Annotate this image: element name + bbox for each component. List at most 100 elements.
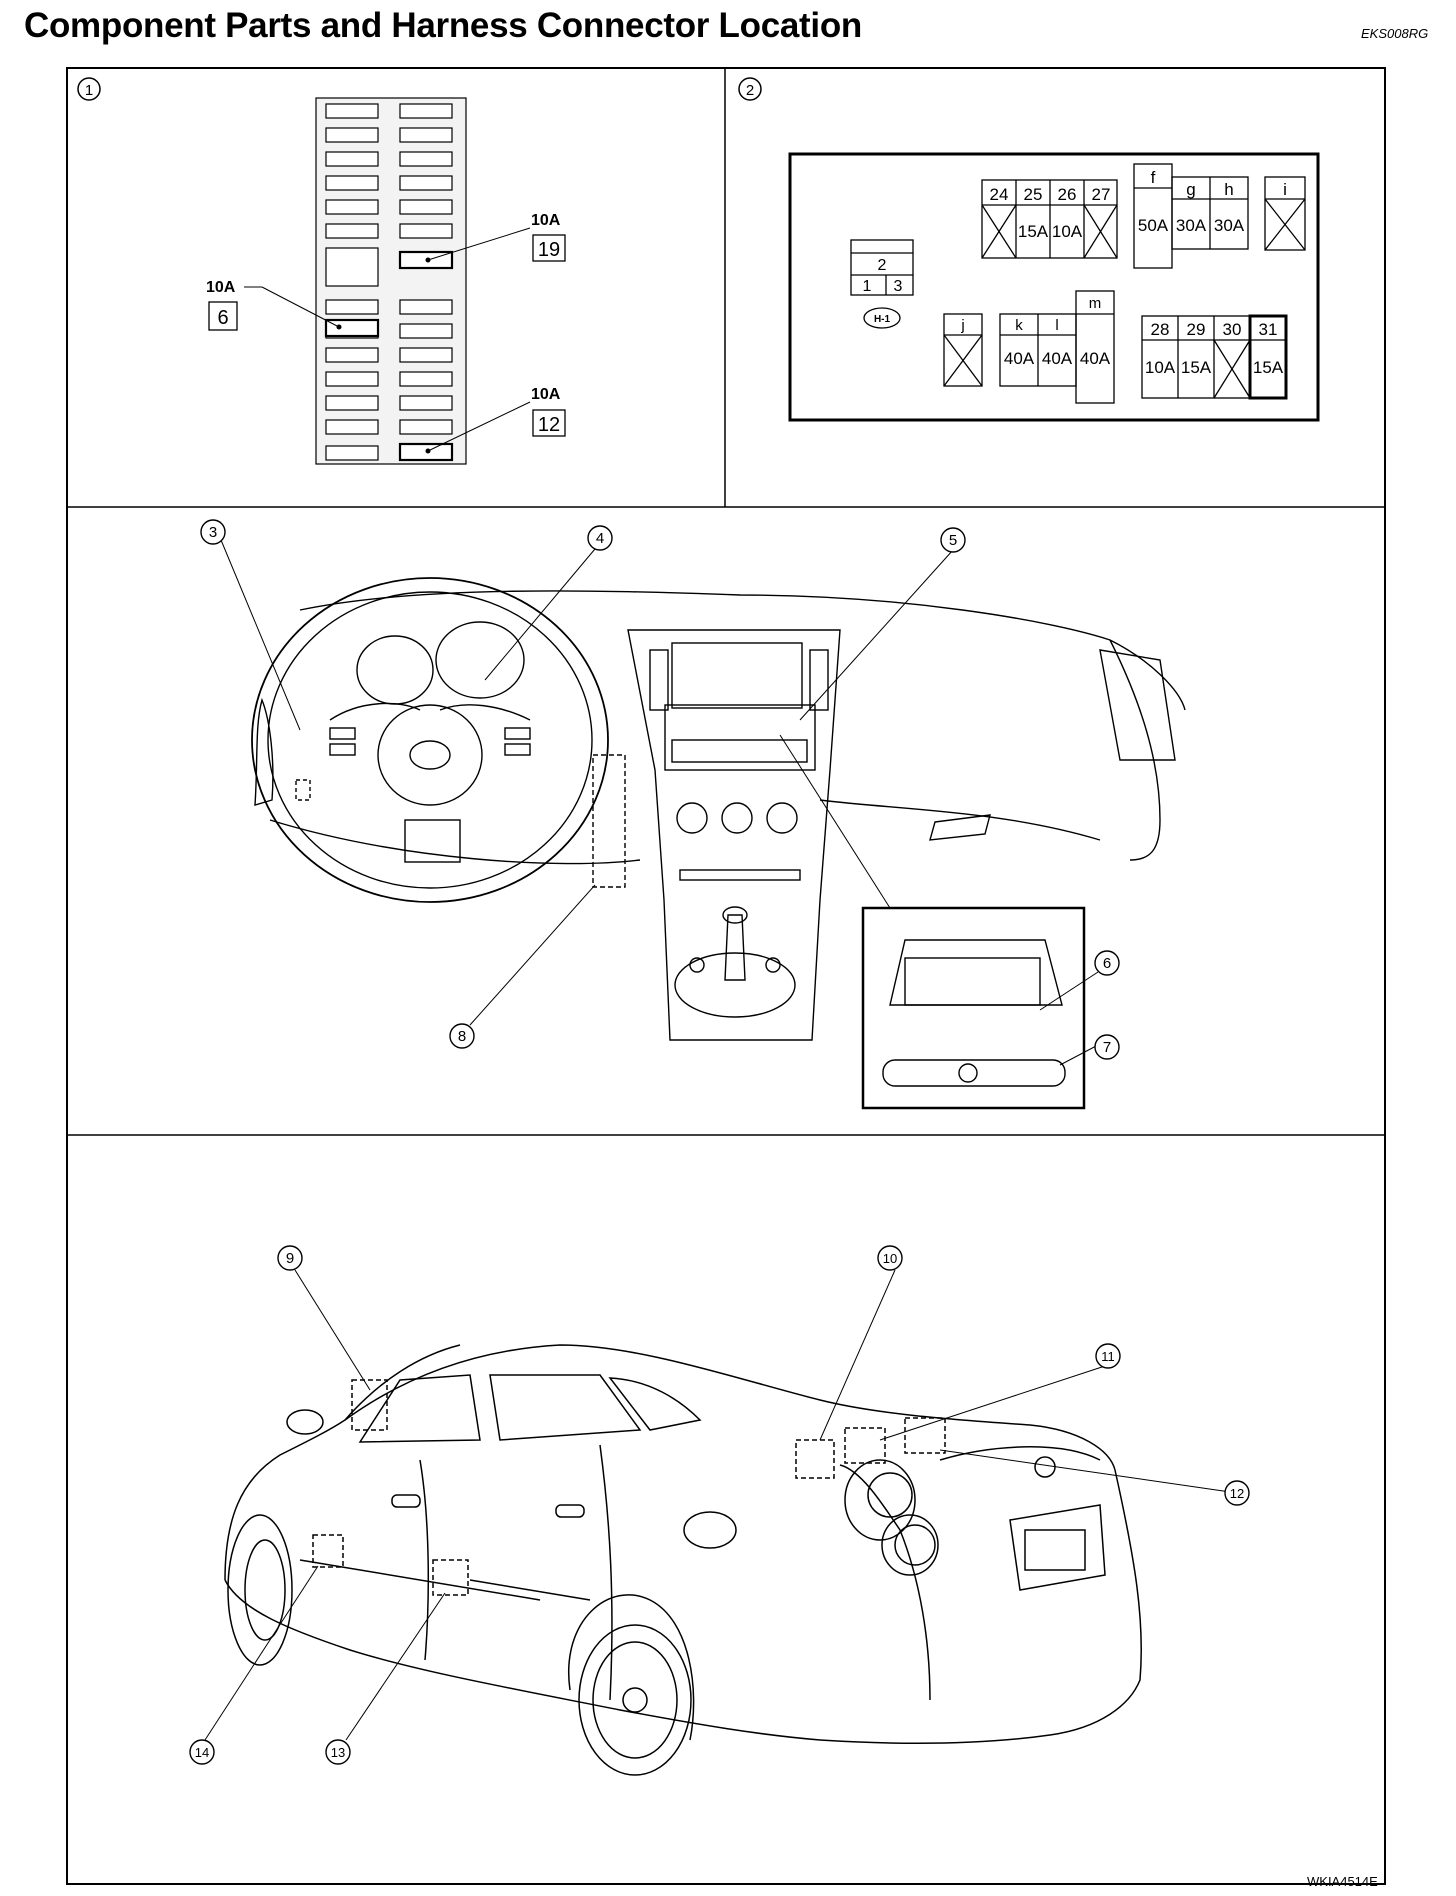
panel-2: 2 2 1 3 H-1 24 25 26 27 15A <box>738 77 1320 422</box>
callout-marker-3 <box>200 519 226 545</box>
fuse-j-label: j <box>960 317 964 334</box>
callout-number-5: 5 <box>949 532 957 549</box>
highlighted-fuse-slot <box>324 318 380 338</box>
callout-marker-9 <box>277 1245 303 1271</box>
callout-number-4: 4 <box>596 530 604 547</box>
fuse-6-number: 6 <box>217 307 228 329</box>
figure-code: WKIA4514E <box>1307 1874 1378 1889</box>
relay-slot <box>325 247 379 287</box>
document-code: EKS008RG <box>1361 26 1429 41</box>
fuse-slot <box>399 223 453 239</box>
fuse-slot <box>399 419 453 435</box>
fuse-slot <box>325 199 379 215</box>
fuse-27-label: 27 <box>1092 185 1111 204</box>
fuse-slot <box>325 347 379 363</box>
fuse-k-rating: 40A <box>1004 349 1035 368</box>
fuse-24-label: 24 <box>990 185 1009 204</box>
fuse-slot <box>399 395 453 411</box>
fuse-block <box>315 97 467 465</box>
panel-1: 1 10A 19 10A 6 10A 12 <box>77 77 566 465</box>
fuse-l-label: l <box>1055 317 1058 334</box>
fuse-slot <box>399 103 453 119</box>
fuse-m-label: m <box>1089 295 1102 312</box>
panel-3-callouts: 3 4 5 6 7 8 <box>200 519 1120 1060</box>
fuse-29-label: 29 <box>1187 320 1206 339</box>
fuse-26-label: 26 <box>1058 185 1077 204</box>
fuse-callout-12: 10A 12 <box>425 386 566 454</box>
fuse-28-rating: 10A <box>1145 358 1176 377</box>
fuse-j <box>943 313 983 387</box>
fuse-28-label: 28 <box>1151 320 1170 339</box>
callout-number-10: 10 <box>883 1251 897 1266</box>
panel-4-vehicle <box>224 1344 1142 1776</box>
callout-marker-6 <box>1094 950 1120 976</box>
fuse-slot <box>325 127 379 143</box>
relay-pin-2: 2 <box>878 257 887 274</box>
callout-number-11: 11 <box>1101 1349 1115 1364</box>
fuse-25-label: 25 <box>1024 185 1043 204</box>
fuse-slot <box>325 103 379 119</box>
fuse-slot <box>325 419 379 435</box>
fuse-slot <box>399 175 453 191</box>
fuse-group-klm <box>999 290 1115 404</box>
callout-number-8: 8 <box>458 1028 466 1045</box>
callout-number-6: 6 <box>1103 955 1111 972</box>
fuse-slot <box>399 299 453 315</box>
fuse-h-label: h <box>1224 180 1233 199</box>
callout-marker-5 <box>940 527 966 553</box>
callout-marker-10 <box>877 1245 903 1271</box>
panel-2-number: 2 <box>746 82 754 99</box>
relay-pin-3: 3 <box>894 278 903 295</box>
fuse-box-outline <box>788 152 1320 422</box>
fuse-12-number: 12 <box>538 414 560 436</box>
fuse-h-rating: 30A <box>1214 216 1245 235</box>
fuse-slot <box>325 151 379 167</box>
fuse-slot <box>325 175 379 191</box>
fuse-slot <box>325 395 379 411</box>
fuse-slot <box>325 299 379 315</box>
panel-1-number: 1 <box>85 82 93 99</box>
fuse-slot <box>325 223 379 239</box>
fuse-19-amp: 10A <box>531 212 561 229</box>
callout-number-3: 3 <box>209 524 217 541</box>
fuse-group-24-27 <box>981 179 1118 259</box>
fuse-g-rating: 30A <box>1176 216 1207 235</box>
callout-marker-7 <box>1094 1034 1120 1060</box>
fuse-30-label: 30 <box>1223 320 1242 339</box>
fuse-callout-19: 10A 19 <box>425 212 566 263</box>
fuse-m-rating: 40A <box>1080 349 1111 368</box>
panel-3-leaders <box>220 539 1099 1066</box>
fuse-slot <box>325 371 379 387</box>
fuse-slot <box>399 127 453 143</box>
callout-marker-4 <box>587 525 613 551</box>
fuse-f-label: f <box>1151 168 1156 187</box>
callout-marker-12 <box>1224 1480 1250 1506</box>
fuse-slot <box>325 445 379 461</box>
panel-4-leaders <box>204 1269 1238 1741</box>
panel-2-marker <box>738 77 762 101</box>
page-title: Component Parts and Harness Connector Lo… <box>24 6 862 45</box>
fuse-g-label: g <box>1186 180 1195 199</box>
fuse-l-rating: 40A <box>1042 349 1073 368</box>
fuse-12-amp: 10A <box>531 386 561 403</box>
callout-marker-11 <box>1095 1343 1121 1369</box>
fuse-i-label: i <box>1283 180 1287 199</box>
relay-h1 <box>850 239 914 329</box>
fuse-31-rating: 15A <box>1253 358 1284 377</box>
fuse-k-label: k <box>1015 317 1023 334</box>
fuse-callout-6: 10A 6 <box>206 279 342 331</box>
fuse-f-rating: 50A <box>1138 216 1169 235</box>
callout-number-7: 7 <box>1103 1039 1111 1056</box>
fuse-slot <box>399 371 453 387</box>
fuse-i <box>1264 176 1306 251</box>
callout-number-13: 13 <box>331 1745 345 1760</box>
fuse-slot <box>399 151 453 167</box>
callout-number-12: 12 <box>1230 1486 1244 1501</box>
fuse-26-rating: 10A <box>1052 222 1083 241</box>
fuse-group-28-31 <box>1141 314 1288 400</box>
callout-marker-13 <box>325 1739 351 1765</box>
fuse-slot <box>399 323 453 339</box>
panel-1-marker <box>77 77 101 101</box>
